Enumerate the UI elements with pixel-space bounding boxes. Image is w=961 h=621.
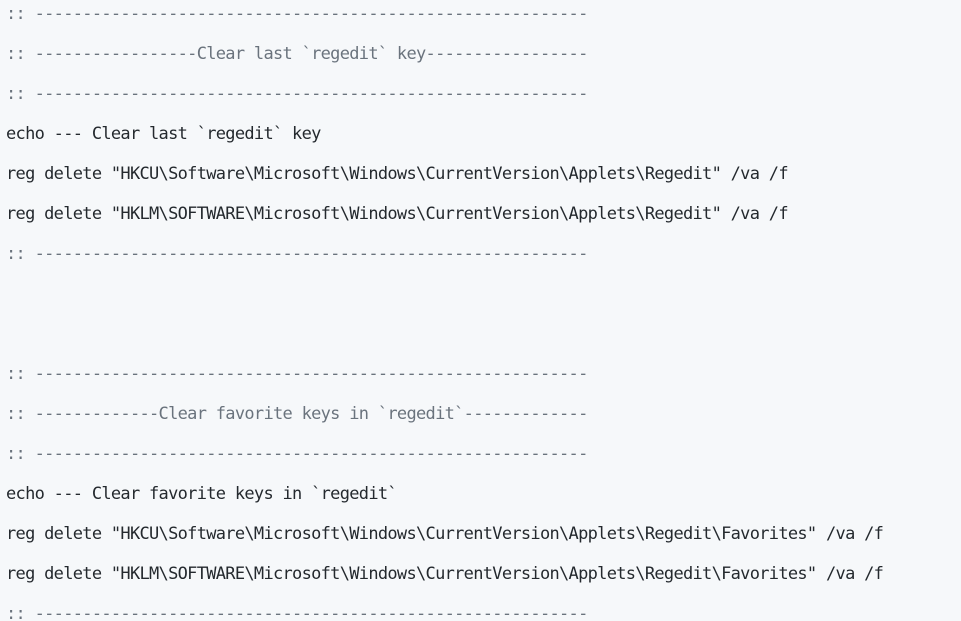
separator-comment-line: :: -------------------------------------… xyxy=(6,244,588,264)
separator-comment-line: :: -------------------------------------… xyxy=(6,444,588,464)
separator-comment-line: :: -------------------------------------… xyxy=(6,84,588,104)
echo-command-line: echo --- Clear favorite keys in `regedit… xyxy=(6,484,398,504)
reg-delete-command-line: reg delete "HKLM\SOFTWARE\Microsoft\Wind… xyxy=(6,204,789,224)
separator-comment-line: :: -------------------------------------… xyxy=(6,4,588,24)
reg-delete-command-line: reg delete "HKLM\SOFTWARE\Microsoft\Wind… xyxy=(6,564,884,584)
separator-comment-line: :: -------------------------------------… xyxy=(6,604,588,621)
section-title-comment-line: :: -------------Clear favorite keys in `… xyxy=(6,404,588,424)
echo-command-line: echo --- Clear last `regedit` key xyxy=(6,124,321,144)
section-title-comment-line: :: -----------------Clear last `regedit`… xyxy=(6,44,588,64)
separator-comment-line: :: -------------------------------------… xyxy=(6,364,588,384)
reg-delete-command-line: reg delete "HKCU\Software\Microsoft\Wind… xyxy=(6,524,884,544)
reg-delete-command-line: reg delete "HKCU\Software\Microsoft\Wind… xyxy=(6,164,789,184)
